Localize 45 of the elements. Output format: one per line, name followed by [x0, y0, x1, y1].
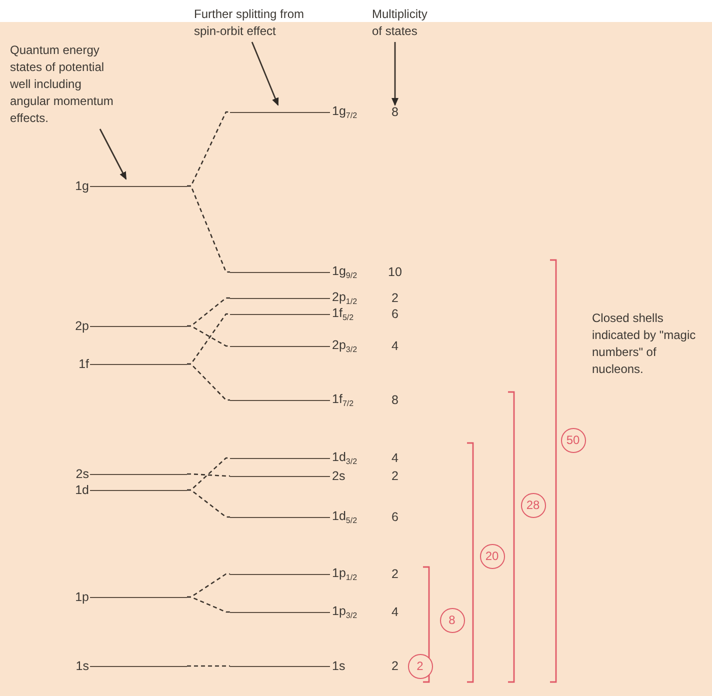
level-label: 2p	[75, 319, 89, 333]
annotation-text: Quantum energy states of potential well including angular momentum effects.	[10, 42, 122, 127]
multiplicity-number: 4	[390, 339, 400, 353]
multiplicity-number: 2	[390, 567, 400, 581]
dashed-connector	[187, 363, 230, 401]
multiplicity-number: 4	[390, 451, 400, 465]
level-label: 1p$_{3/2}$	[332, 604, 358, 620]
level-label: 1g	[75, 179, 89, 193]
dashed-connector	[187, 473, 230, 477]
dashed-connector	[187, 185, 230, 273]
level-label: 1f	[78, 357, 89, 371]
annotation-text: Further splitting from spin-orbit effect	[194, 6, 306, 40]
level-label: 1p$_{1/2}$	[332, 566, 358, 582]
level-label: 1s	[332, 659, 346, 673]
level-label: 2s	[332, 469, 346, 483]
annotation-text: Multiplicity of states	[372, 6, 438, 40]
level-label: 1s	[76, 659, 89, 673]
level-label: 1f$_{5/2}$	[332, 306, 354, 322]
dashed-connector	[187, 596, 230, 613]
dashed-connector	[187, 665, 230, 667]
level-label: 1d$_{3/2}$	[332, 450, 358, 466]
multiplicity-number: 10	[387, 265, 403, 279]
level-label: 1d$_{5/2}$	[332, 509, 358, 525]
multiplicity-number: 2	[390, 291, 400, 305]
multiplicity-number: 8	[390, 105, 400, 119]
multiplicity-number: 8	[390, 393, 400, 407]
level-label: 2p$_{1/2}$	[332, 290, 358, 306]
multiplicity-number: 6	[390, 307, 400, 321]
level-label: 1g$_{9/2}$	[332, 264, 358, 280]
multiplicity-number: 6	[390, 510, 400, 524]
arrow	[251, 42, 279, 106]
arrow	[99, 128, 127, 180]
level-label: 1d	[75, 483, 89, 497]
dashed-connector	[187, 325, 230, 347]
level-label: 2s	[76, 467, 89, 481]
arrow	[392, 42, 398, 106]
level-label: 1p	[75, 590, 89, 604]
multiplicity-number: 4	[390, 605, 400, 619]
level-label: 1f$_{7/2}$	[332, 392, 354, 408]
note-text: Closed shells indicated by "magic numbers" of nucleons.	[592, 310, 697, 378]
dashed-connector	[187, 489, 230, 518]
multiplicity-number: 2	[390, 469, 400, 483]
level-label: 2p$_{3/2}$	[332, 338, 358, 354]
level-label: 1g$_{7/2}$	[332, 104, 358, 120]
multiplicity-number: 2	[390, 659, 400, 673]
